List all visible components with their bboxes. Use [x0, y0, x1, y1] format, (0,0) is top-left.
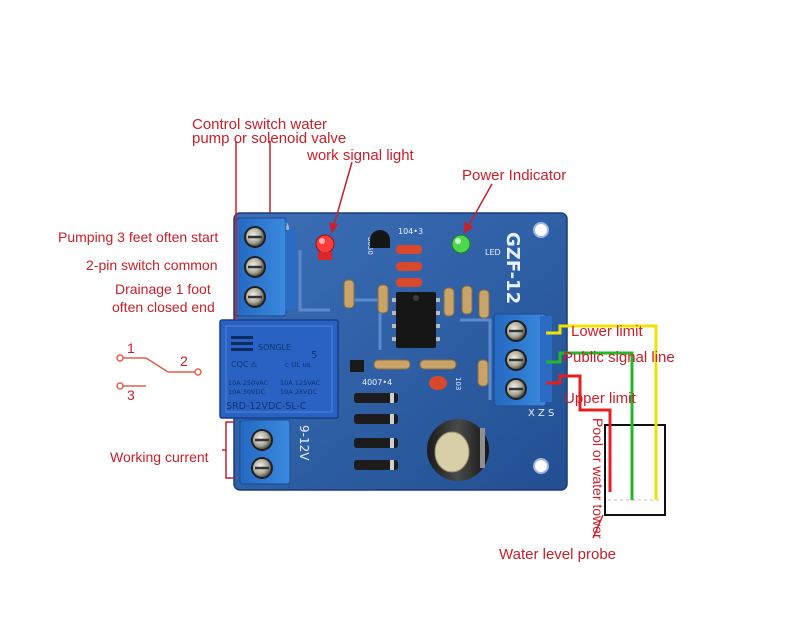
ceramic-capacitor — [396, 278, 422, 287]
right-3pin-terminal — [493, 313, 552, 407]
resistor — [343, 279, 355, 309]
screw — [244, 226, 266, 248]
xzs-label: X Z S — [528, 408, 554, 419]
resistor — [373, 359, 411, 370]
wire-lower-limit — [546, 324, 658, 500]
transistor — [370, 230, 390, 248]
wire-public-signal — [546, 351, 634, 500]
board-model: GZF-12 — [502, 232, 523, 304]
diode — [354, 460, 398, 470]
led-label: LED — [485, 248, 501, 257]
label-pool: Pool or water tower — [590, 418, 606, 539]
relay-rating-b2: 10A 28VDC — [280, 388, 318, 396]
diode — [354, 393, 398, 403]
label-drainage-line2: often closed end — [112, 299, 215, 315]
label-drainage-line1: Drainage 1 foot — [115, 281, 211, 297]
ic-chip — [392, 292, 440, 348]
label-control-line1: Control switch water — [192, 116, 327, 133]
label-power-indicator: Power Indicator — [462, 167, 566, 184]
left-3pin-terminal — [235, 217, 296, 317]
label-work-signal: work signal light — [306, 147, 415, 164]
mounting-hole — [533, 458, 549, 474]
ceramic-capacitor — [396, 245, 422, 254]
jumper — [350, 360, 364, 372]
voltage-label: 9-12V — [297, 425, 311, 461]
relay-warning-icon: ⚠ — [250, 360, 257, 369]
label-public-signal: Public signal line — [563, 349, 675, 366]
electrolytic-capacitor — [427, 419, 489, 481]
label-upper-limit: Upper limit — [564, 390, 637, 407]
relay-number: 5 — [311, 350, 317, 361]
relay-rating-a2: 10A 125VAC — [280, 379, 321, 387]
screw — [244, 286, 266, 308]
resistor — [461, 285, 473, 315]
relay-brand-logo — [231, 336, 253, 351]
relay: SONGLE CQC ⚠ c UL us 5 10A 250VAC 10A 12… — [219, 319, 339, 419]
relay-brand: SONGLE — [258, 343, 291, 352]
screw — [251, 457, 273, 479]
switch-contact-2 — [194, 368, 202, 376]
label-working-current: Working current — [110, 449, 209, 465]
resistor — [443, 287, 455, 317]
screw — [251, 429, 273, 451]
resistor — [377, 284, 389, 314]
switch-label-1: 1 — [127, 340, 135, 356]
switch-label-2: 2 — [180, 353, 188, 369]
switch-label-3: 3 — [127, 387, 135, 403]
screw — [505, 349, 527, 371]
diode — [354, 438, 398, 448]
switch-symbol: 1 2 3 — [116, 340, 202, 403]
mounting-hole — [533, 222, 549, 238]
wire-upper-limit — [546, 374, 612, 492]
screw — [505, 320, 527, 342]
diode — [354, 414, 398, 424]
label-common: 2-pin switch common — [86, 257, 218, 273]
diode-label: 4007•4 — [362, 378, 392, 387]
top-code: 104•3 — [398, 227, 423, 236]
switch-contact-1 — [116, 354, 124, 362]
ceramic-capacitor — [429, 376, 447, 390]
relay-ul: c UL us — [285, 361, 311, 369]
resistor — [477, 359, 489, 387]
green-led — [451, 234, 471, 254]
pointer-lines — [222, 141, 604, 539]
power-terminal — [239, 419, 291, 485]
label-lower-limit: Lower limit — [571, 323, 644, 340]
relay-model: SRD-12VDC-SL-C — [226, 401, 307, 412]
probe-wires — [546, 324, 658, 500]
switch-contact-3 — [116, 382, 124, 390]
resistor — [419, 359, 457, 370]
relay-rating-b1: 10A 30VDC — [228, 388, 266, 396]
relay-rating-a1: 10A 250VAC — [228, 379, 269, 387]
screw — [244, 256, 266, 278]
label-probe: Water level probe — [499, 546, 616, 563]
screw — [505, 378, 527, 400]
resistor — [478, 289, 490, 319]
ceramic-capacitor — [396, 262, 422, 271]
red-led — [315, 234, 335, 260]
small-code: 103 — [454, 377, 462, 390]
label-pumping: Pumping 3 feet often start — [58, 229, 218, 245]
label-control-line2: pump or solenoid valve — [192, 130, 346, 147]
relay-cert: CQC — [231, 360, 249, 369]
